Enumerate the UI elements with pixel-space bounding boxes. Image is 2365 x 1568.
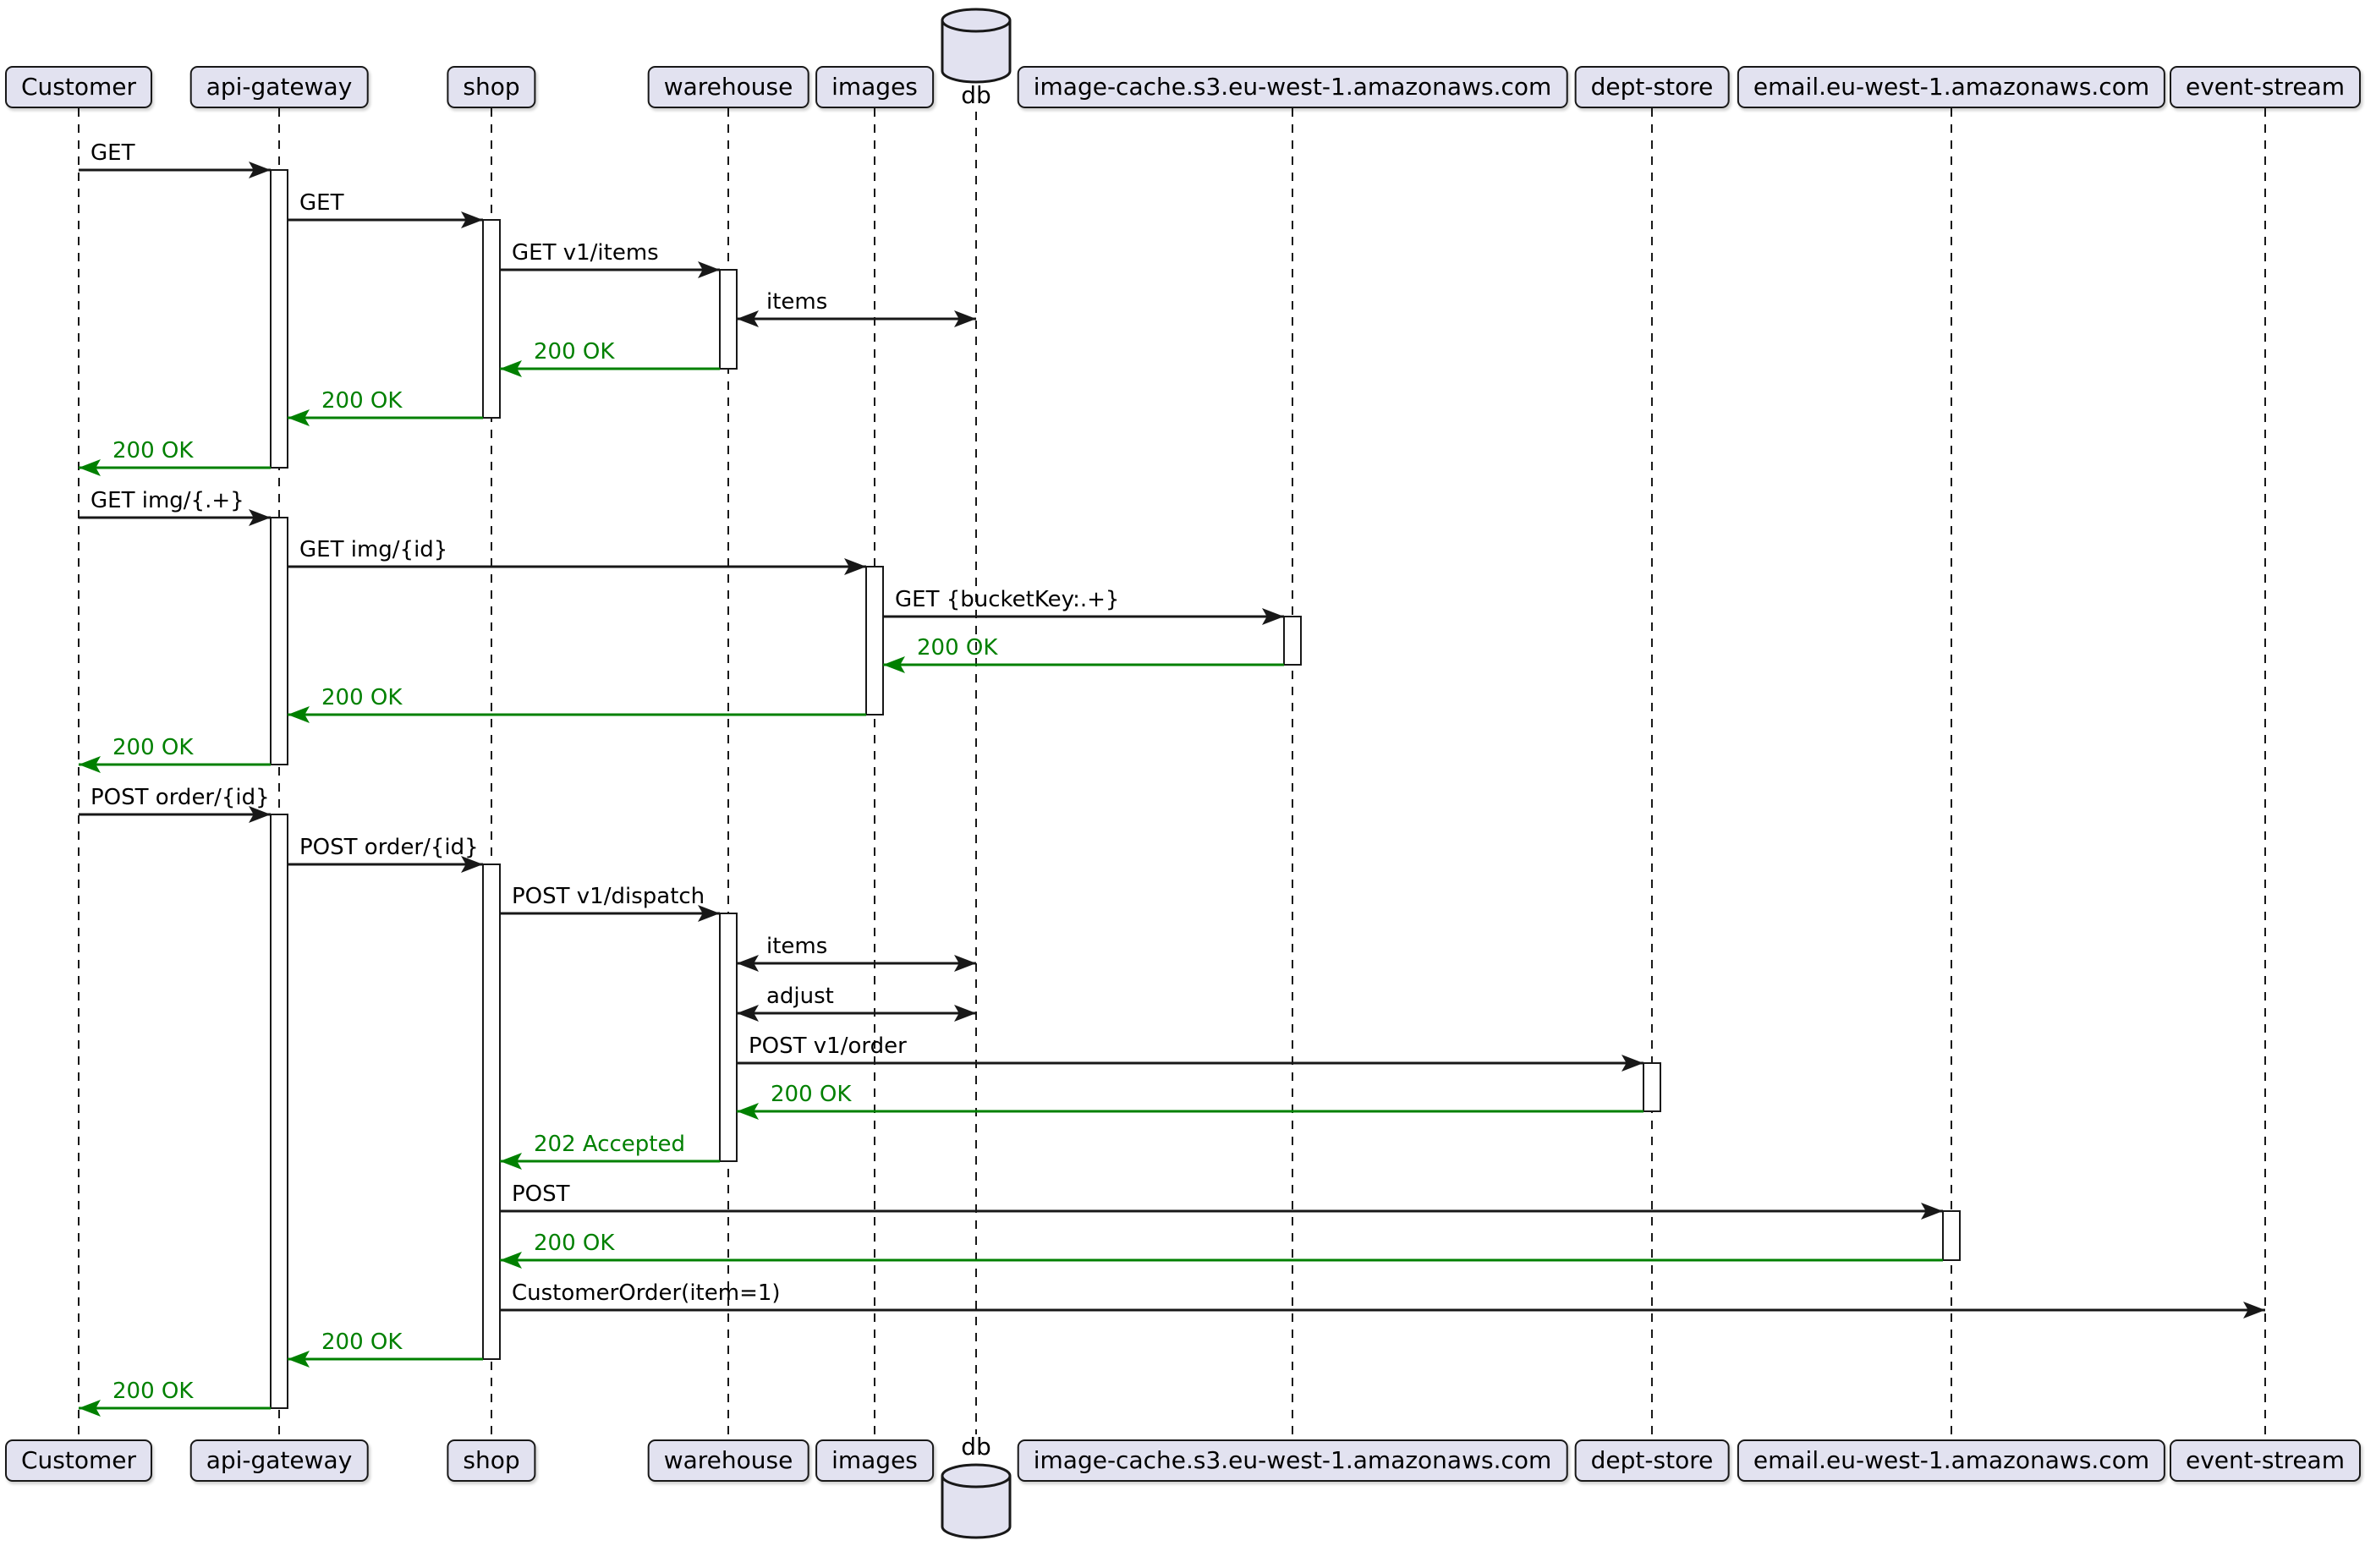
message-api-gateway-to-shop: GET [288, 190, 483, 228]
message-api-gateway-to-shop: POST order/{id} [288, 835, 483, 873]
message-customer-to-api-gateway: GET img/{.+} [79, 488, 271, 526]
message-shop-to-warehouse: GET v1/items [500, 240, 720, 278]
arrowhead-icon [249, 806, 271, 823]
activation-shop [482, 219, 501, 419]
message-warehouse-to-db: adjust [737, 984, 976, 1022]
message-label: 200 OK [321, 1330, 403, 1355]
message-dept-store-to-warehouse: 200 OK [737, 1082, 1643, 1120]
arrowhead-icon [737, 310, 759, 327]
activation-image-cache [1283, 616, 1302, 666]
message-label: POST v1/dispatch [512, 884, 705, 909]
activation-api-gateway [270, 169, 288, 469]
message-api-gateway-to-customer: 200 OK [79, 1379, 271, 1417]
activation-images [865, 566, 884, 715]
arrowhead-icon [698, 261, 720, 278]
message-label: 200 OK [534, 1231, 615, 1256]
database-icon [941, 1463, 1012, 1539]
message-label: 200 OK [917, 635, 998, 661]
arrowhead-icon [954, 1005, 976, 1022]
arrowhead-icon [1621, 1055, 1643, 1072]
message-label: GET {bucketKey:.+} [895, 587, 1119, 612]
message-label: GET img/{.+} [91, 488, 244, 513]
message-label: 200 OK [112, 438, 194, 463]
arrowhead-icon [698, 905, 720, 922]
arrowhead-icon [249, 509, 271, 526]
activation-shop [482, 863, 501, 1360]
arrowhead-icon [288, 1351, 310, 1368]
message-email-to-shop: 200 OK [500, 1231, 1943, 1269]
message-label: POST v1/order [749, 1033, 907, 1059]
message-api-gateway-to-customer: 200 OK [79, 735, 271, 773]
arrowhead-icon [79, 1400, 101, 1417]
message-label: 200 OK [534, 339, 615, 365]
message-label: 200 OK [112, 735, 194, 760]
arrowhead-icon [2243, 1302, 2265, 1319]
message-label: 202 Accepted [534, 1132, 685, 1157]
arrowhead-icon [844, 558, 866, 575]
message-api-gateway-to-images: GET img/{id} [288, 537, 866, 575]
arrowhead-icon [1262, 608, 1284, 625]
message-label: 200 OK [321, 388, 403, 414]
activations [270, 169, 1961, 1409]
arrowhead-icon [737, 955, 759, 972]
message-shop-to-api-gateway: 200 OK [288, 1330, 483, 1368]
message-label: GET img/{id} [299, 537, 447, 562]
message-image-cache-to-images: 200 OK [883, 635, 1284, 673]
message-warehouse-to-db: items [737, 289, 976, 327]
message-label: CustomerOrder(item=1) [512, 1280, 781, 1306]
message-api-gateway-to-customer: 200 OK [79, 438, 271, 476]
message-warehouse-to-shop: 200 OK [500, 339, 720, 377]
message-warehouse-to-shop: 202 Accepted [500, 1132, 720, 1170]
message-shop-to-warehouse: POST v1/dispatch [500, 884, 720, 922]
message-label: 200 OK [112, 1379, 194, 1404]
activation-api-gateway [270, 517, 288, 765]
arrowhead-icon [954, 310, 976, 327]
database-icon [941, 8, 1012, 84]
arrowhead-icon [249, 162, 271, 178]
message-label: 200 OK [771, 1082, 852, 1107]
arrowhead-icon [461, 856, 483, 873]
message-label: adjust [766, 984, 834, 1009]
arrowhead-icon [500, 1252, 522, 1269]
message-label: GET [91, 140, 135, 166]
activation-email [1942, 1210, 1961, 1261]
message-label: items [766, 289, 827, 315]
message-images-to-image-cache: GET {bucketKey:.+} [883, 587, 1284, 625]
message-label: 200 OK [321, 685, 403, 710]
message-warehouse-to-dept-store: POST v1/order [737, 1033, 1643, 1072]
message-label: POST [512, 1181, 570, 1207]
arrowhead-icon [1921, 1203, 1943, 1220]
arrowhead-icon [288, 409, 310, 426]
message-images-to-api-gateway: 200 OK [288, 685, 866, 723]
message-warehouse-to-db: items [737, 934, 976, 972]
arrowhead-icon [737, 1005, 759, 1022]
arrowhead-icon [461, 211, 483, 228]
message-label: POST order/{id} [91, 785, 270, 810]
arrowhead-icon [500, 1153, 522, 1170]
arrowhead-icon [288, 706, 310, 723]
message-shop-to-email: POST [500, 1181, 1943, 1220]
messages: GET GET GET v1/items items 200 OK 200 OK 200 O… [79, 140, 2265, 1417]
message-label: GET v1/items [512, 240, 659, 266]
message-customer-to-api-gateway: GET [79, 140, 271, 178]
activation-dept-store [1643, 1062, 1661, 1112]
message-label: POST order/{id} [299, 835, 479, 860]
message-label: items [766, 934, 827, 959]
arrowhead-icon [737, 1103, 759, 1120]
database-shapes [941, 8, 1012, 1539]
message-shop-to-api-gateway: 200 OK [288, 388, 483, 426]
lifelines [78, 108, 2266, 1439]
arrowhead-icon [883, 656, 905, 673]
message-label: GET [299, 190, 344, 216]
message-shop-to-event-stream: CustomerOrder(item=1) [500, 1280, 2265, 1319]
arrowhead-icon [500, 360, 522, 377]
arrowhead-icon [954, 955, 976, 972]
arrowhead-icon [79, 459, 101, 476]
arrowhead-icon [79, 756, 101, 773]
activation-warehouse [719, 913, 738, 1162]
message-customer-to-api-gateway: POST order/{id} [79, 785, 271, 823]
activation-warehouse [719, 269, 738, 370]
activation-api-gateway [270, 814, 288, 1409]
